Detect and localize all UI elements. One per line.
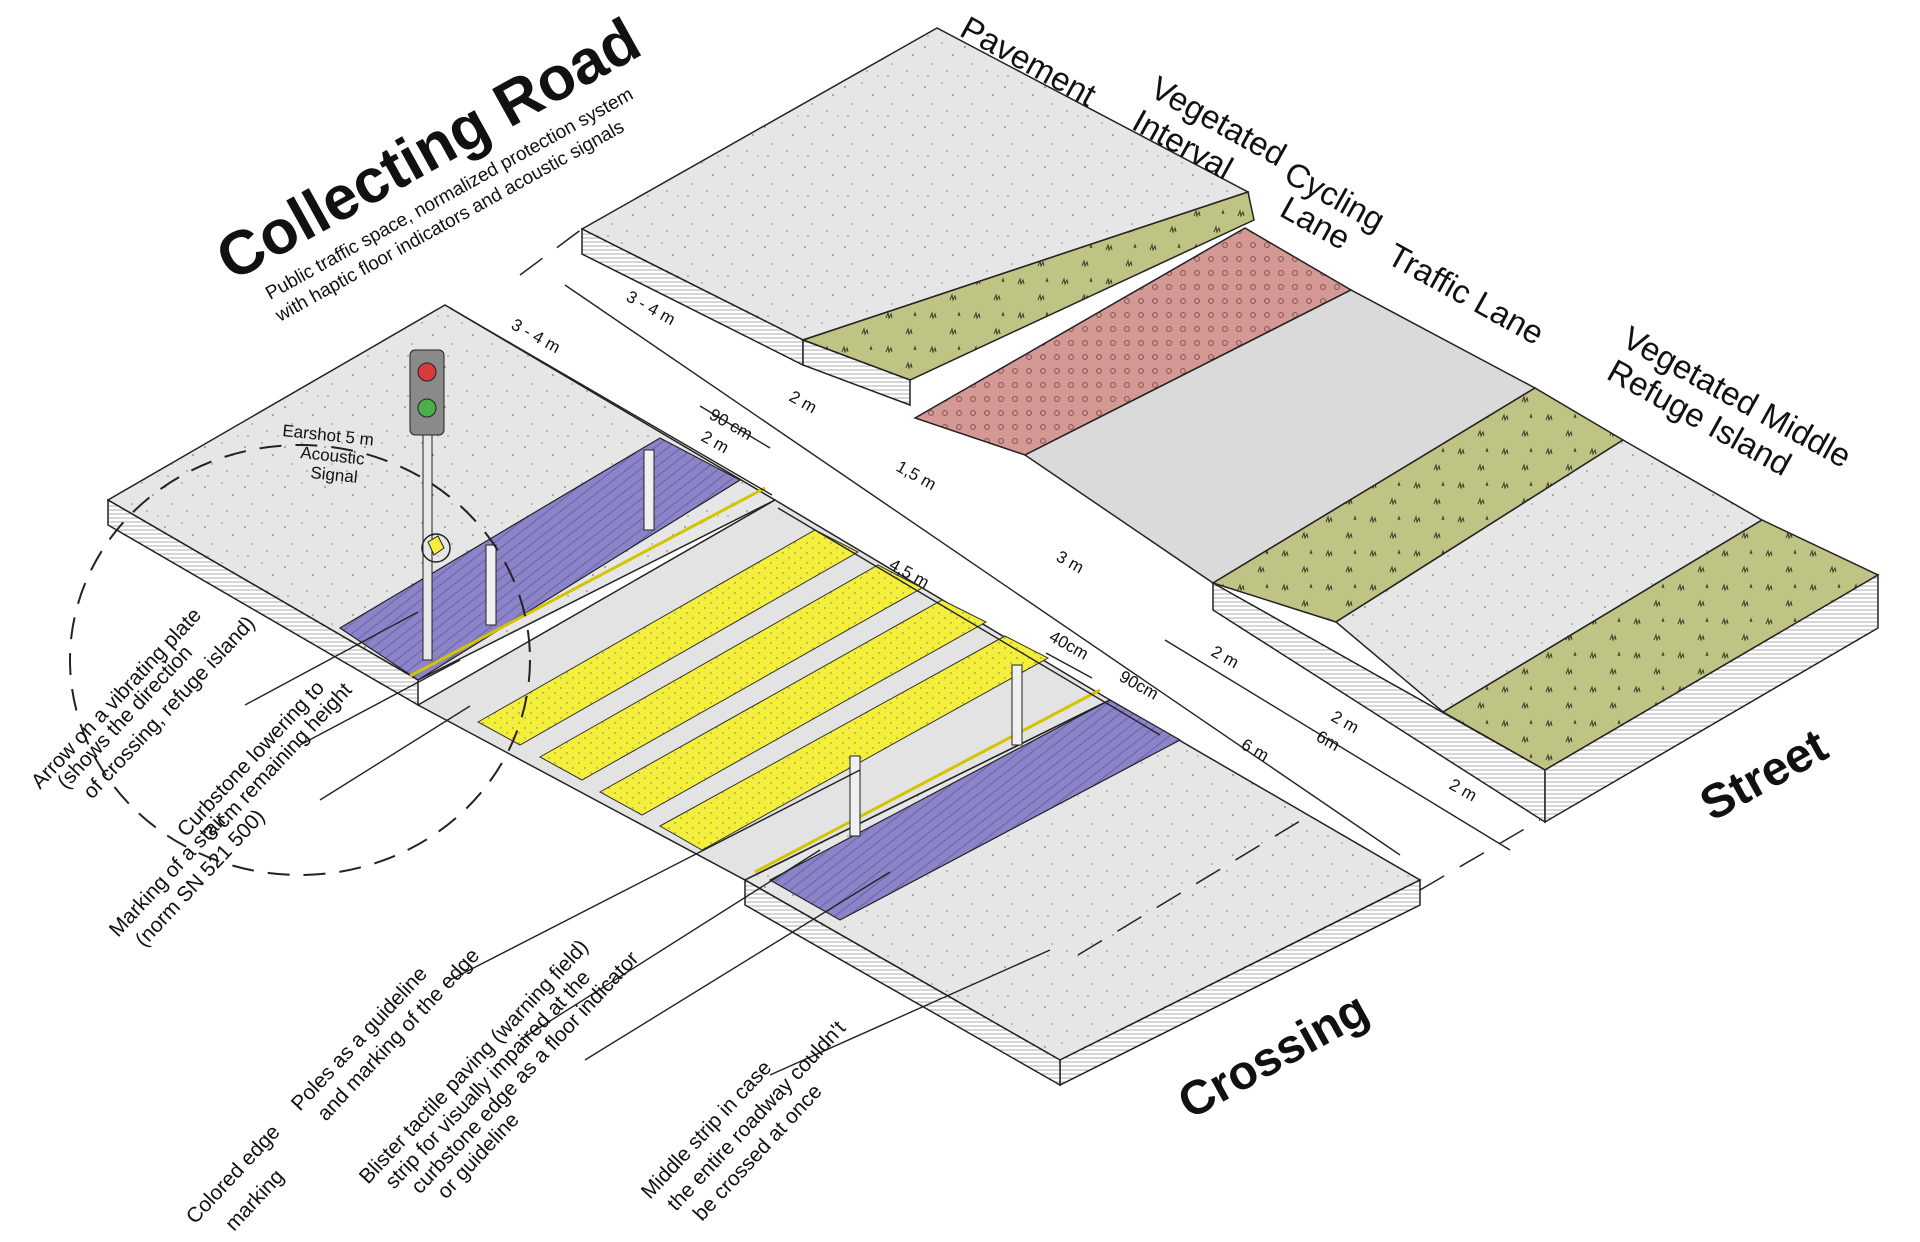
zebra-stripe <box>538 564 924 781</box>
guide-pole <box>1011 664 1023 746</box>
dimension-lines <box>449 284 1511 856</box>
dimension-label: 40cm <box>1046 627 1092 664</box>
arrow-plate-icon <box>427 535 445 556</box>
dimension-label: 3 m <box>1053 547 1087 577</box>
zebra-stripe <box>598 599 988 816</box>
crossing-pavement-bottom-front <box>744 878 1061 1087</box>
traffic-light <box>409 349 451 661</box>
acoustic-label: Signal <box>310 463 359 487</box>
colored-edge-line <box>754 688 1101 874</box>
dimension-label: 2 m <box>786 387 820 417</box>
middle-island-end <box>1544 573 1879 824</box>
dimension-label: 2 m <box>1208 642 1242 672</box>
street-label: Street <box>1692 719 1837 831</box>
guide-pole <box>643 449 655 531</box>
alignment-lines <box>519 228 1541 956</box>
dimension-label: 6m <box>1313 727 1343 755</box>
dimension-label: 2 m <box>1446 775 1480 805</box>
tactile-strip-top <box>338 437 742 681</box>
street-block <box>580 27 1880 824</box>
dimension-label: 90cm <box>1116 667 1162 704</box>
guide-pole <box>849 755 861 837</box>
dimension-label: 1,5 m <box>893 457 939 494</box>
dimension-label: 6 m <box>1238 735 1272 765</box>
zebra-stripe <box>658 635 1050 851</box>
tactile-strip-bottom <box>768 699 1182 921</box>
vegetated-interval-side <box>802 338 911 407</box>
annotation-middle-strip: the entire roadway couldn't <box>663 1017 851 1216</box>
title-block: Collecting Road Public traffic space, no… <box>205 5 651 327</box>
earshot-circle <box>69 444 531 876</box>
colored-edge-line <box>409 486 766 678</box>
guide-pole <box>485 544 497 626</box>
zebra-stripe <box>476 529 860 746</box>
leader-lines <box>244 611 1051 1076</box>
